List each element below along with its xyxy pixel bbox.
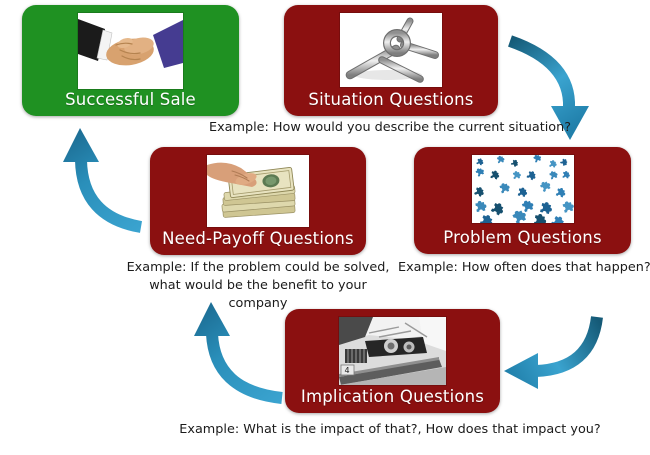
node-problem-questions: Problem Questions [414, 147, 631, 254]
example-need-payoff-line1: Example: If the problem could be solved, [126, 260, 390, 275]
node-label-need-payoff-questions: Need-Payoff Questions [162, 229, 354, 248]
tangled-pins-image [340, 13, 442, 87]
handshake-image [78, 13, 183, 89]
cash-in-hand-image [207, 155, 309, 227]
node-label-implication-questions: Implication Questions [300, 387, 485, 406]
arrow-problem-to-implication [504, 316, 603, 389]
node-label-situation-questions: Situation Questions [308, 90, 474, 109]
node-successful-sale: Successful Sale [22, 5, 239, 116]
arrow-need-payoff-to-successful-sale [63, 128, 143, 233]
example-situation: Example: How would you describe the curr… [209, 120, 571, 135]
node-label-problem-questions: Problem Questions [443, 228, 602, 247]
license-plate-text: 4 [344, 366, 349, 375]
example-need-payoff-line2: what would be the benefit to your compan… [149, 278, 367, 311]
node-label-successful-sale: Successful Sale [65, 90, 196, 109]
example-need-payoff: Example: If the problem could be solved,… [123, 259, 393, 313]
node-implication-questions: 4 Implication Questions [285, 309, 500, 413]
example-problem: Example: How often does that happen? [398, 260, 650, 275]
example-implication: Example: What is the impact of that?, Ho… [179, 422, 601, 437]
puzzle-pieces-image [471, 155, 574, 223]
arrow-situation-to-problem [507, 35, 589, 140]
node-situation-questions: Situation Questions [284, 5, 498, 116]
car-crash-image: 4 [339, 317, 446, 385]
node-need-payoff-questions: Need-Payoff Questions [150, 147, 366, 255]
arrow-implication-to-need-payoff [194, 302, 283, 404]
